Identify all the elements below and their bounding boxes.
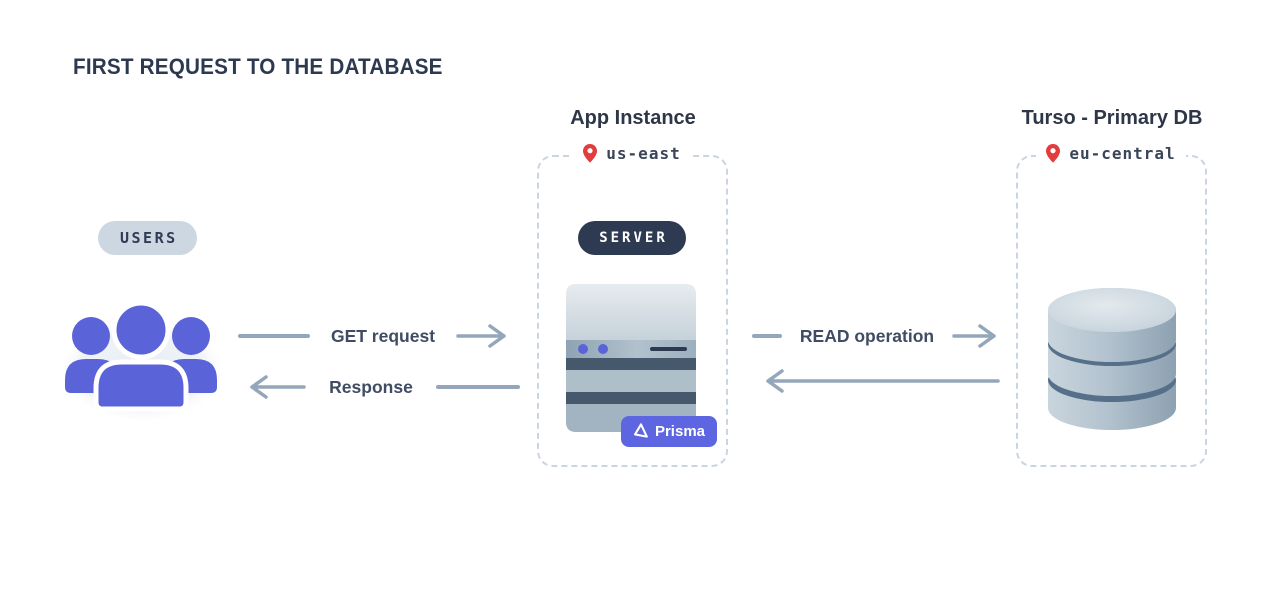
arrow-right-icon: [952, 323, 998, 349]
server-illustration-icon: [566, 284, 696, 437]
get-request-label: GET request: [330, 325, 436, 346]
flow-read-operation: READ operation: [752, 323, 998, 349]
response-label: Response: [329, 376, 413, 397]
flow-db-return: [752, 368, 1000, 394]
flow-line: [752, 334, 782, 338]
primary-db-region: eu-central: [1016, 142, 1206, 165]
flow-line: [435, 385, 520, 389]
flow-response: Response: [236, 374, 520, 400]
arrow-left-icon: [752, 368, 1000, 394]
arrow-left-icon: [236, 374, 306, 400]
primary-db-title: Turso - Primary DB: [1021, 107, 1203, 129]
read-operation-label: READ operation: [799, 325, 935, 346]
prisma-label: Prisma: [654, 423, 706, 440]
arrow-right-icon: [456, 323, 520, 349]
users-badge: USERS: [98, 221, 197, 255]
db-region-label: eu-central: [1069, 144, 1176, 163]
users-group-icon: [62, 296, 221, 427]
page-title: FIRST REQUEST TO THE DATABASE: [73, 54, 443, 79]
location-pin-icon: [583, 144, 598, 163]
location-pin-icon: [1046, 144, 1061, 163]
prisma-logo-icon: [633, 423, 648, 440]
app-region-label: us-east: [606, 144, 681, 163]
database-cylinder-icon: [1042, 282, 1182, 439]
users-group: USERS: [98, 221, 197, 255]
server-badge: SERVER: [578, 221, 686, 255]
prisma-badge: Prisma: [621, 416, 717, 447]
app-instance-region: us-east: [537, 142, 727, 165]
app-instance-title: App Instance: [570, 107, 696, 129]
flow-get-request: GET request: [238, 323, 520, 349]
flow-line: [238, 334, 310, 338]
